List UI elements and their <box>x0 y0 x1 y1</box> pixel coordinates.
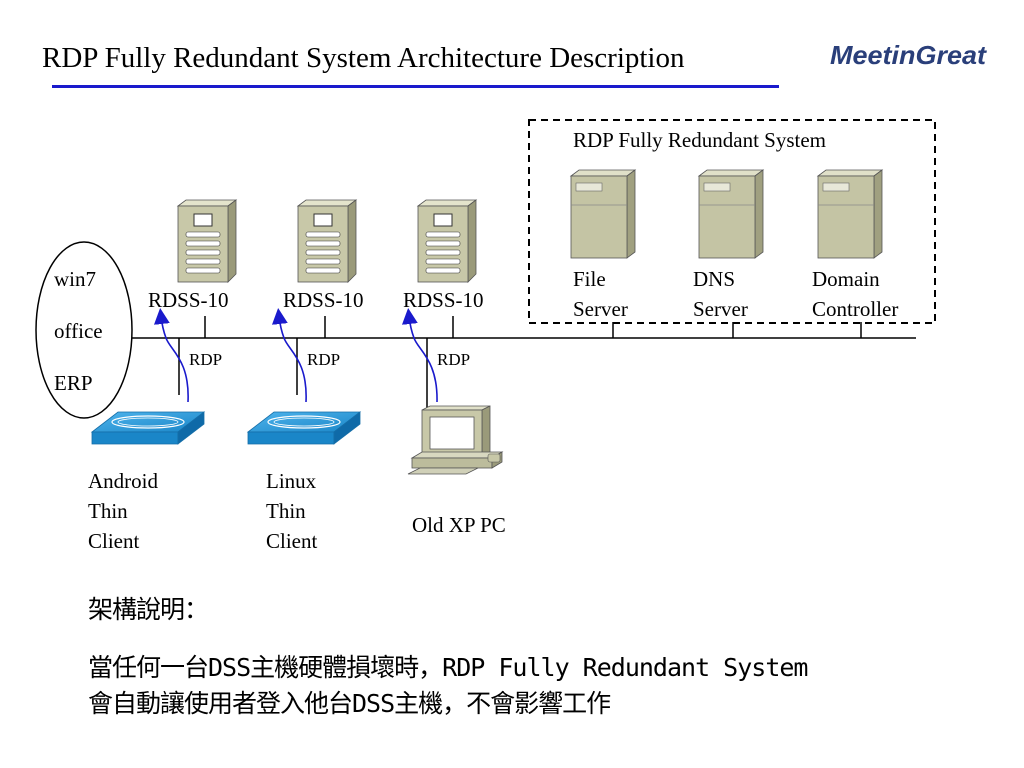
rdss-label: RDSS-10 <box>403 288 484 312</box>
rdp-label: RDP <box>437 350 471 369</box>
page-title: RDP Fully Redundant System Architecture … <box>42 42 685 74</box>
thin-client-icon <box>246 411 362 445</box>
dns-server-label: DNS Server <box>693 267 748 321</box>
domain-controller-label: Domain Controller <box>812 267 899 321</box>
android-thin-client-label: Android Thin Client <box>88 469 158 553</box>
old-xp-pc-label: Old XP PC <box>412 513 506 537</box>
thin-client-icon <box>90 411 206 445</box>
apps-ellipse <box>35 241 133 419</box>
rdss-label: RDSS-10 <box>283 288 364 312</box>
rdss-label: RDSS-10 <box>148 288 229 312</box>
file-server-label: File Server <box>573 267 628 321</box>
logo-text: MeetinGreat <box>830 40 987 70</box>
app-office: office <box>54 319 103 343</box>
notes-line-1: 當任何一台DSS主機硬體損壞時，RDP Fully Redundant Syst… <box>88 653 808 682</box>
linux-thin-client-label: Linux Thin Client <box>266 469 318 553</box>
curved-arrow-icon <box>271 308 307 403</box>
tower-server-icon <box>296 199 358 283</box>
server-icon <box>816 169 884 259</box>
server-icon <box>569 169 637 259</box>
desktop-pc-icon <box>407 405 504 475</box>
tower-server-icon <box>176 199 238 283</box>
notes-heading: 架構說明： <box>88 595 209 624</box>
notes-line-2: 會自動讓使用者登入他台DSS主機，不會影響工作 <box>88 689 611 718</box>
title-underline <box>52 85 779 88</box>
rdp-label: RDP <box>307 350 341 369</box>
redundant-system-title: RDP Fully Redundant System <box>573 128 826 152</box>
app-erp: ERP <box>54 371 93 395</box>
curved-arrow-icon <box>401 308 438 403</box>
server-icon <box>697 169 765 259</box>
tower-server-icon <box>416 199 478 283</box>
redundant-system-box <box>528 119 936 324</box>
app-win7: win7 <box>54 267 96 291</box>
rdp-label: RDP <box>189 350 223 369</box>
curved-arrow-icon <box>153 308 189 403</box>
meetingreat-logo: MeetinGreat <box>830 40 987 70</box>
